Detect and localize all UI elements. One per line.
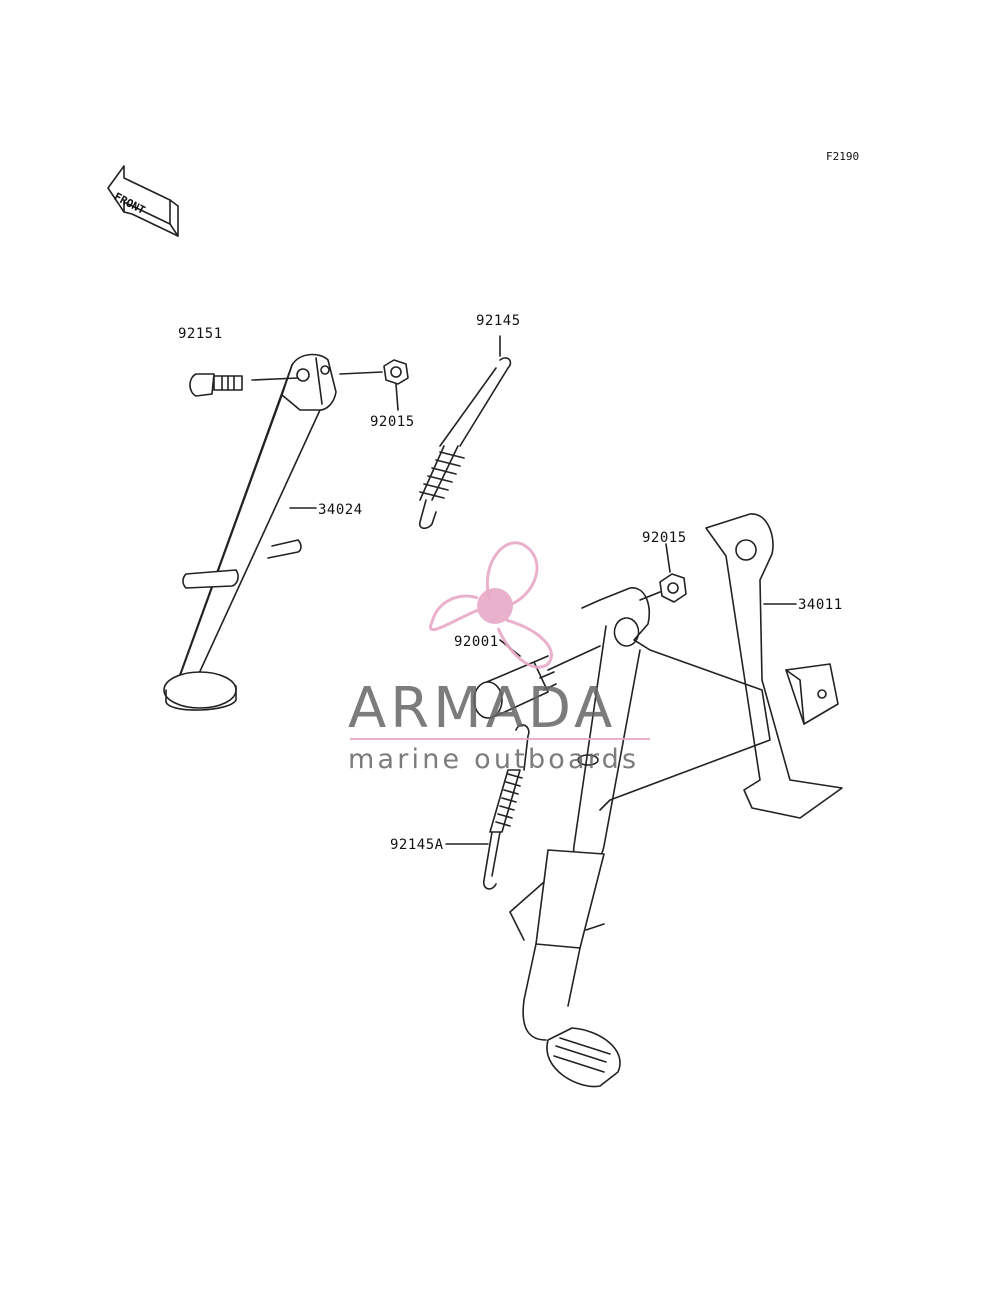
watermark-tagline: marine outboards bbox=[348, 744, 640, 775]
spring-92145 bbox=[418, 335, 512, 530]
front-arrow-icon bbox=[107, 165, 179, 237]
diagram-code: F2190 bbox=[826, 150, 860, 163]
nut-92015-right bbox=[639, 543, 687, 603]
watermark-brand: ARMADA bbox=[348, 676, 617, 741]
spring-92145a bbox=[445, 724, 530, 890]
part-label-92151: 92151 bbox=[178, 326, 223, 342]
part-label-92015-top: 92015 bbox=[370, 414, 415, 430]
side-stand-34024 bbox=[163, 353, 337, 711]
pin-92001 bbox=[473, 639, 601, 719]
part-label-92001: 92001 bbox=[454, 634, 499, 650]
watermark-divider bbox=[350, 738, 650, 740]
part-label-92145: 92145 bbox=[476, 313, 521, 329]
bolt-92151 bbox=[189, 373, 299, 397]
center-stand-34011 bbox=[509, 513, 843, 1088]
part-label-34011: 34011 bbox=[798, 597, 843, 613]
part-label-92015-right: 92015 bbox=[642, 530, 687, 546]
part-label-92145a: 92145A bbox=[390, 837, 444, 853]
propeller-logo-icon bbox=[429, 541, 553, 669]
nut-92015-top bbox=[339, 359, 409, 411]
part-label-34024: 34024 bbox=[318, 502, 363, 518]
propeller-hub-icon bbox=[477, 588, 513, 624]
